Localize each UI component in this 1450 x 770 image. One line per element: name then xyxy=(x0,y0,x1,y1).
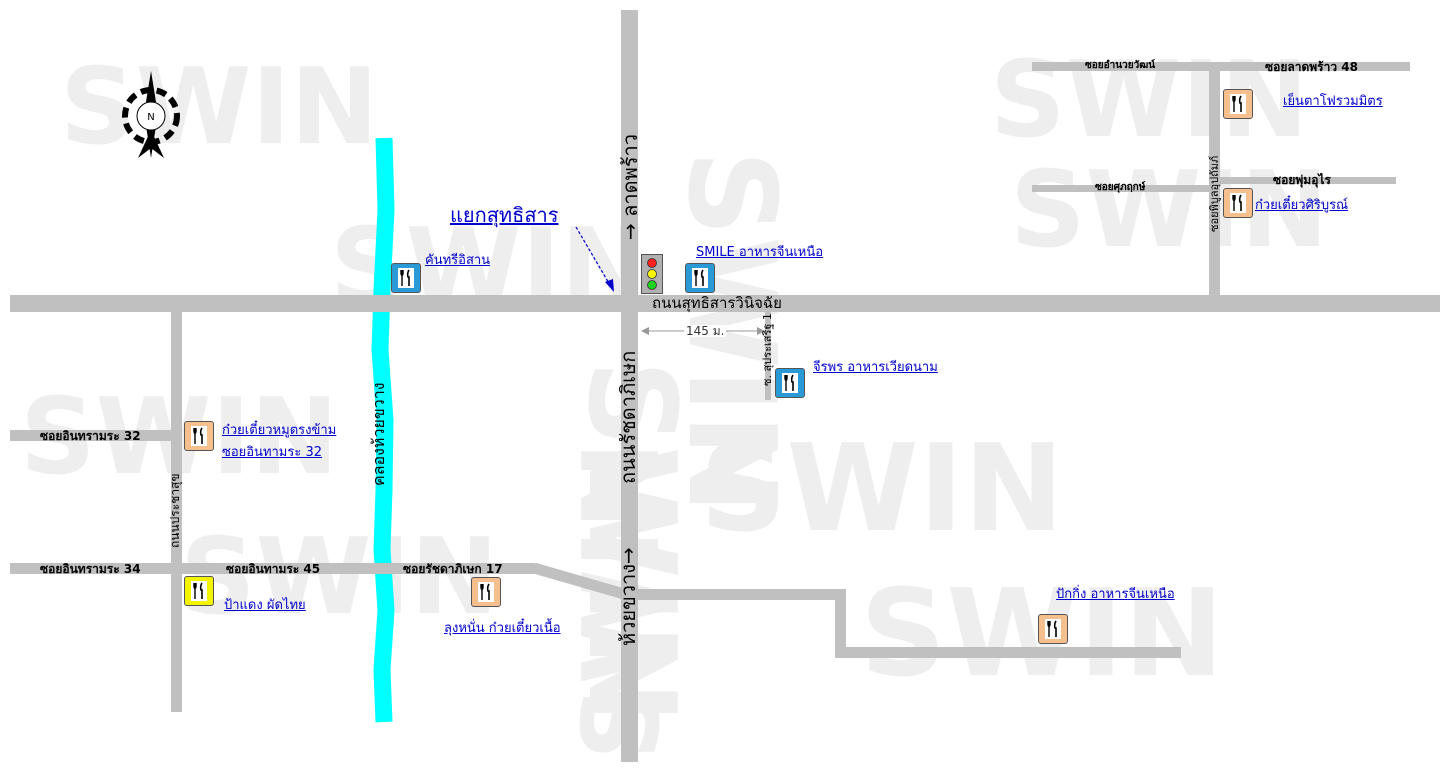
road-soi-suprasert xyxy=(765,312,771,400)
fork-knife-icon xyxy=(1045,619,1061,639)
road-label-soi-inthamara-45: ซอยอินทามระ 45 xyxy=(226,562,321,576)
road-label-huai-khwang-direction: ห้วยขวาง→ xyxy=(616,547,640,646)
road-label-soi-ladprao-48: ซอยลาดพร้าว 48 xyxy=(1265,60,1358,74)
restaurant-link-lunghnan[interactable]: ลุงหนั่น ก๋วยเตี๋ยวเนื้อ xyxy=(444,621,561,636)
restaurant-link-pataeng[interactable]: ป้าแดง ผัดไทย xyxy=(224,598,306,613)
road-soi-phibun xyxy=(1209,62,1220,296)
road-soi-ratchada-17-link xyxy=(532,562,626,600)
road-label-soi-ratchada-17: ซอยรัชดาภิเษก 17 xyxy=(403,562,503,576)
road-label-soi-inthamara-34: ซอยอินทรามระ 34 xyxy=(40,562,141,576)
restaurant-icon[interactable] xyxy=(775,368,805,398)
road-label-canal: คลองห้วยขวาง xyxy=(369,382,388,486)
watermark: SWIN xyxy=(180,516,499,638)
road-label-soi-inthamara-32: ซอยอินทรามระ 32 xyxy=(40,429,141,443)
restaurant-icon[interactable] xyxy=(184,421,214,451)
road-label-soi-phibun: ซอยพิบูลอุปถัมภ์ xyxy=(1208,155,1221,232)
road-pracha-suk xyxy=(171,312,182,712)
restaurant-icon[interactable] xyxy=(1223,89,1253,119)
road-huai-khwang-branch xyxy=(635,589,845,600)
canal-line xyxy=(371,137,395,723)
restaurant-link-smile[interactable]: SMILE อาหารจีนเหนือ xyxy=(696,245,824,260)
distance-label: 145 ม. xyxy=(684,324,727,338)
road-soi-ladprao-48 xyxy=(1032,62,1410,71)
road-soi-phumsuk xyxy=(1218,177,1396,184)
fork-knife-icon xyxy=(478,582,494,602)
road-label-soi-suprasert: ซ. สุประเสริฐ 1 xyxy=(761,313,774,386)
watermark: SWIN xyxy=(1010,149,1329,271)
fork-knife-icon xyxy=(398,268,414,288)
restaurant-icon[interactable] xyxy=(184,576,214,606)
restaurant-link-jiraporn[interactable]: จีรพร อาหารเวียดนาม xyxy=(813,360,938,375)
intersection-label[interactable]: แยกสุทธิสาร xyxy=(450,203,559,227)
watermark: SWIN xyxy=(700,420,1064,559)
fork-knife-icon xyxy=(1230,193,1246,213)
restaurant-icon[interactable] xyxy=(1223,188,1253,218)
restaurant-icon[interactable] xyxy=(391,263,421,293)
fork-knife-icon xyxy=(191,426,207,446)
road-huai-khwang-branch-h xyxy=(835,647,1181,658)
road-label-pracha-suk: ถนนประชาสุข xyxy=(168,473,182,548)
restaurant-icon[interactable] xyxy=(685,263,715,293)
road-label-soi-amnuay: ซอยอำนวยวัฒน์ xyxy=(1085,60,1156,71)
road-label-ratchada: ถนนรัชดาภิเษก xyxy=(616,350,640,484)
intersection-arrow-icon xyxy=(575,226,614,292)
restaurant-link-yentafo[interactable]: เย็นตาโฟรวมมิตร xyxy=(1283,94,1383,109)
restaurant-link-pakking[interactable]: ปักกิ่ง อาหารจีนเหนือ xyxy=(1056,587,1175,602)
road-soi-inthamara-32 xyxy=(10,430,172,441)
road-soi-inthamara-34 xyxy=(10,563,535,574)
road-soi-sukrit xyxy=(1032,185,1210,192)
road-label-ladprao-direction: → ลาดพร้าว xyxy=(618,134,642,240)
compass-north-label: N xyxy=(147,112,154,123)
restaurant-link-kanthri[interactable]: คันทรีอิสาน xyxy=(425,253,491,268)
fork-knife-icon xyxy=(1230,94,1246,114)
fork-knife-icon xyxy=(191,581,207,601)
traffic-light-icon xyxy=(641,254,663,294)
road-label-soi-phumsuk: ซอยพุ่มอุไร xyxy=(1273,173,1331,187)
road-label-soi-sukrit: ซอยศุภฤกษ์ xyxy=(1095,182,1146,193)
road-huai-khwang-branch-v xyxy=(835,589,846,657)
restaurant-link-kuaytiew-moo-line2[interactable]: ซอยอินทามระ 32 xyxy=(222,445,323,460)
restaurant-link-kuaytiew-moo[interactable]: ก๋วยเตี๋ยวหมูตรงข้าม xyxy=(222,423,337,438)
watermark: SWIN xyxy=(60,46,379,168)
road-sutthisan xyxy=(10,295,1440,312)
road-ratchada xyxy=(621,10,638,762)
fork-knife-icon xyxy=(782,373,798,393)
road-label-sutthisan: ถนนสุทธิสารวินิจฉัย xyxy=(652,294,782,312)
fork-knife-icon xyxy=(692,268,708,288)
restaurant-icon[interactable] xyxy=(1038,614,1068,644)
compass-icon: N xyxy=(122,71,180,158)
restaurant-icon[interactable] xyxy=(471,577,501,607)
restaurant-link-siriboon[interactable]: ก๋วยเตี๋ยวศิริบูรณ์ xyxy=(1255,198,1349,213)
